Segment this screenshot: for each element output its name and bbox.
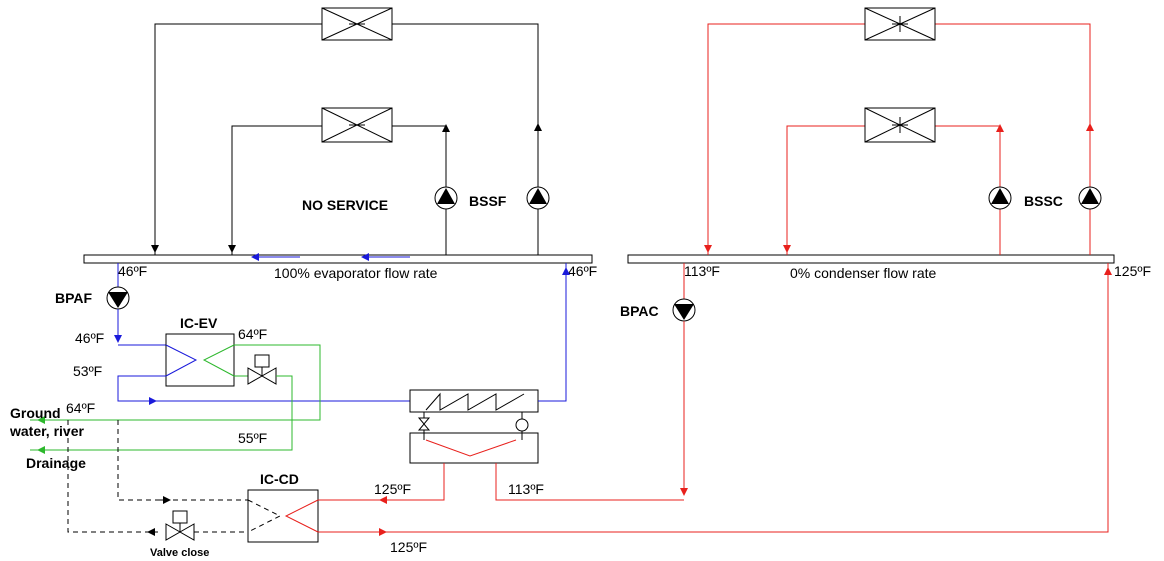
- bssc-label: BSSC: [1024, 193, 1063, 209]
- ic-cd-exchanger: [247, 489, 319, 543]
- ic-ev-label: IC-EV: [180, 315, 218, 331]
- evaporator-header: [83, 254, 593, 264]
- icev-valve: [247, 354, 277, 385]
- ground-in-temp: 64ºF: [66, 400, 95, 416]
- icd-valve: [165, 510, 195, 541]
- cond-header-return-temp: 125ºF: [1114, 263, 1151, 279]
- ic-cd-label: IC-CD: [260, 471, 299, 487]
- bpac-pump: [672, 298, 696, 322]
- right-lower-coil-loop: [783, 107, 1004, 255]
- bssf-pump-1: [434, 186, 458, 210]
- icev-return-temp: 53ºF: [73, 363, 102, 379]
- evap-flow-label: 100% evaporator flow rate: [274, 265, 438, 281]
- bpac-label: BPAC: [620, 303, 659, 319]
- bpaf-label: BPAF: [55, 290, 93, 306]
- bpaf-out-temp: 46ºF: [75, 330, 104, 346]
- no-service-label: NO SERVICE: [302, 197, 388, 213]
- ground-water-label-1: Ground: [10, 405, 61, 421]
- chiller-cond-in-temp: 125ºF: [374, 481, 411, 497]
- left-lower-coil-loop: [228, 107, 450, 255]
- left-top-coil-loop: [151, 7, 542, 255]
- bssc-pump-1: [988, 186, 1012, 210]
- bssc-pump-2: [1078, 186, 1102, 210]
- green-out-temp: 55ºF: [238, 430, 267, 446]
- bssf-label: BSSF: [469, 193, 507, 209]
- icev-green-temp: 64ºF: [238, 326, 267, 342]
- right-top-coil-loop: [704, 7, 1094, 255]
- bpaf-pump: [106, 286, 130, 310]
- cond-header-out-temp: 113ºF: [684, 263, 720, 279]
- bssf-pump-2: [526, 186, 550, 210]
- cond-flow-label: 0% condenser flow rate: [790, 265, 937, 281]
- chiller-cond-out-temp: 113ºF: [508, 481, 544, 497]
- drainage-label: Drainage: [26, 455, 86, 471]
- valve-close-label: Valve close: [150, 547, 209, 559]
- ground-water-label-2: water, river: [9, 423, 84, 439]
- chiller-unit: [409, 389, 539, 464]
- ic-ev-exchanger: [165, 333, 235, 387]
- evap-header-return-temp: 46ºF: [568, 263, 597, 279]
- icd-out-temp: 125ºF: [390, 539, 427, 555]
- condenser-header: [627, 254, 1115, 264]
- evap-header-out-temp: 46ºF: [118, 263, 147, 279]
